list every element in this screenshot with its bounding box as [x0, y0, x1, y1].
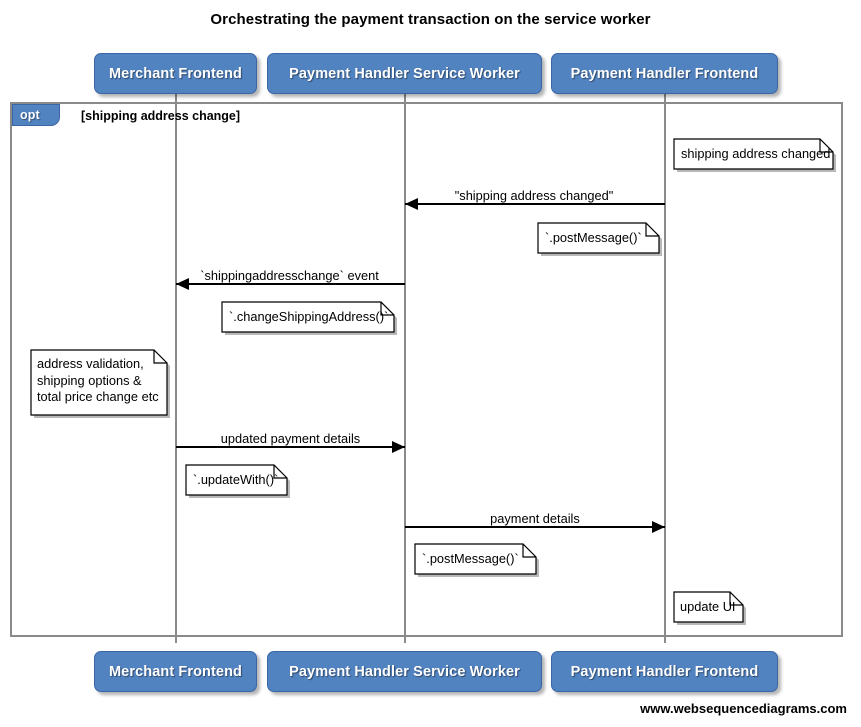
actor-box-bottom-payment-handler-service-worker[interactable]: Payment Handler Service Worker: [267, 651, 542, 692]
actor-label: Payment Handler Service Worker: [289, 65, 520, 82]
note-postmessage-1: `.postMessage()`: [536, 221, 662, 256]
note-text: `.changeShippingAddress()`: [229, 309, 389, 324]
note-address-validation: address validation, shipping options & t…: [29, 348, 170, 418]
message-label-updated-payment-details: updated payment details: [220, 431, 361, 446]
arrowhead-left-shipping-address-changed: [405, 198, 418, 210]
note-changeshippingaddress: `.changeShippingAddress()`: [220, 300, 397, 335]
note-update-ui: update UI: [672, 590, 746, 625]
note-updatewith: `.updateWith()`: [184, 463, 290, 498]
opt-fragment-tag-label: opt: [20, 108, 40, 122]
message-label-payment-details: payment details: [490, 511, 580, 526]
page-title: Orchestrating the payment transaction on…: [210, 11, 651, 28]
note-postmessage-2: `.postMessage()`: [413, 542, 539, 577]
note-text: `.postMessage()`: [545, 230, 642, 245]
actor-label: Merchant Frontend: [108, 663, 242, 680]
lifeline-merchant-frontend: [175, 94, 177, 643]
watermark-link[interactable]: www.websequencediagrams.com: [640, 701, 847, 716]
actor-box-bottom-merchant-frontend[interactable]: Merchant Frontend: [94, 651, 257, 692]
lifeline-payment-handler-frontend: [664, 94, 666, 643]
actor-label: Merchant Frontend: [108, 65, 242, 82]
actor-label: Payment Handler Frontend: [570, 663, 759, 680]
message-line-shippingaddresschange-event: [176, 283, 405, 285]
actor-box-bottom-payment-handler-frontend[interactable]: Payment Handler Frontend: [551, 651, 778, 692]
note-text: shipping address changed: [681, 146, 831, 161]
message-label-shippingaddresschange-event: `shippingaddresschange` event: [200, 268, 379, 283]
actor-box-top-merchant-frontend[interactable]: Merchant Frontend: [94, 53, 257, 94]
message-line-payment-details: [405, 526, 665, 528]
note-text: `.postMessage()`: [422, 551, 519, 566]
note-text: update UI: [680, 599, 736, 614]
note-text: `.updateWith()`: [193, 472, 279, 487]
arrowhead-left-shippingaddresschange-event: [176, 278, 189, 290]
arrowhead-right-updated-payment-details: [392, 441, 405, 453]
message-label-shipping-address-changed: "shipping address changed": [454, 188, 614, 203]
actor-label: Payment Handler Frontend: [570, 65, 759, 82]
actor-box-top-payment-handler-frontend[interactable]: Payment Handler Frontend: [551, 53, 778, 94]
note-text: address validation, shipping options & t…: [37, 356, 159, 404]
message-line-updated-payment-details: [176, 446, 405, 448]
opt-fragment-condition: [shipping address change]: [81, 109, 241, 123]
note-shipping-address-changed: shipping address changed: [672, 137, 836, 172]
message-line-shipping-address-changed: [405, 203, 665, 205]
opt-fragment-frame: [10, 102, 843, 637]
lifeline-payment-handler-service-worker: [404, 94, 406, 643]
arrowhead-right-payment-details: [652, 521, 665, 533]
opt-fragment-tag: opt: [12, 104, 60, 126]
actor-label: Payment Handler Service Worker: [289, 663, 520, 680]
actor-box-top-payment-handler-service-worker[interactable]: Payment Handler Service Worker: [267, 53, 542, 94]
